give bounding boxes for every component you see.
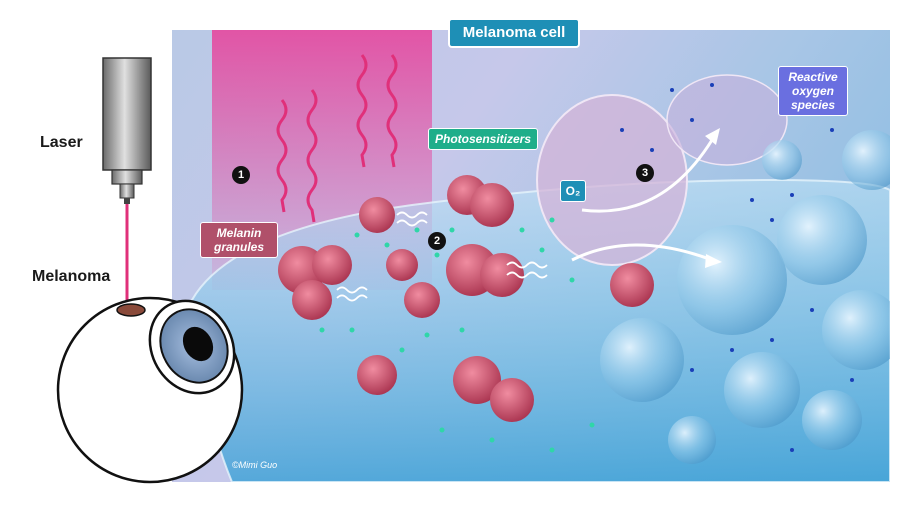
ros-dot: [690, 368, 694, 372]
ros-dot: [810, 308, 814, 312]
laser-tip: [124, 198, 130, 204]
melanin-granule: [357, 355, 397, 395]
heat-wave: [506, 261, 548, 269]
step-2-marker: 2: [428, 232, 446, 250]
ros-dot: [770, 338, 774, 342]
photosensitizer-dot: [434, 252, 440, 258]
melanin-granules: [278, 175, 654, 422]
vesicle-large: [536, 94, 688, 266]
heat-waves: [336, 211, 548, 302]
laser-wave: [356, 54, 368, 168]
laser-wave: [306, 89, 318, 223]
photosensitizer-dot: [439, 427, 445, 433]
melanin-granules-tag: Melanin granules: [200, 222, 278, 258]
ros-dot: [790, 193, 794, 197]
photosensitizer-dot: [319, 327, 325, 333]
photosensitizer-dot: [349, 327, 355, 333]
photosensitizer-dot: [459, 327, 465, 333]
laser-label: Laser: [40, 134, 83, 151]
reaction-arrow-head: [705, 254, 722, 268]
cell-illustration-panel: [172, 30, 890, 482]
melanoma-label: Melanoma: [32, 268, 111, 285]
bubble: [677, 225, 787, 335]
bubble: [600, 318, 684, 402]
photosensitizer-dot: [449, 227, 455, 233]
image-credit: ©Mimi Guo: [232, 460, 278, 470]
bubble: [822, 290, 890, 370]
ros-dot: [710, 83, 714, 87]
ros-dot: [850, 378, 854, 382]
bubble: [724, 352, 800, 428]
ros-dot: [830, 128, 834, 132]
photosensitizer-dot: [384, 242, 390, 248]
ros-dot: [650, 148, 654, 152]
laser-nozzle: [119, 183, 135, 199]
ros-dot: [620, 128, 624, 132]
photosensitizers-tag: Photosensitizers: [428, 128, 539, 150]
photosensitizer-dot: [519, 227, 525, 233]
heat-wave: [336, 294, 368, 302]
step-3-marker: 3: [636, 164, 654, 182]
melanin-granule: [480, 253, 524, 297]
melanoma-spot: [116, 303, 146, 317]
photosensitizer-dot: [539, 247, 545, 253]
melanin-granule: [610, 263, 654, 307]
photosensitizer-dot: [414, 227, 420, 233]
photosensitizer-dot: [549, 447, 555, 453]
melanin-granule: [470, 183, 514, 227]
bubble: [762, 140, 802, 180]
bubble: [777, 195, 867, 285]
vesicle-top: [666, 74, 788, 166]
reaction-arrow: [571, 243, 713, 262]
heat-wave: [396, 211, 428, 219]
photosensitizer-dot: [489, 437, 495, 443]
photosensitizer-dot: [354, 232, 360, 238]
melanin-granule: [312, 245, 352, 285]
laser-device: [102, 57, 152, 204]
bubble: [842, 130, 890, 190]
bubble: [668, 416, 716, 464]
photosensitizer-dot: [549, 217, 555, 223]
oxygen-tag: O₂: [560, 180, 586, 202]
ros-dot: [750, 198, 754, 202]
cell-scene: [190, 30, 890, 482]
laser-wave: [276, 99, 288, 213]
melanin-granule: [404, 282, 440, 318]
laser-collar: [111, 169, 143, 185]
photosensitizer-dot: [424, 332, 430, 338]
melanin-granule: [359, 197, 395, 233]
photosensitizer-dot: [569, 277, 575, 283]
ros-dot: [770, 218, 774, 222]
heat-wave: [506, 271, 548, 279]
ros-dot: [730, 348, 734, 352]
melanin-granule: [386, 249, 418, 281]
ros-dot: [790, 448, 794, 452]
heat-wave: [396, 219, 428, 227]
ros-dot: [670, 88, 674, 92]
laser-body: [102, 57, 152, 171]
melanin-granule: [490, 378, 534, 422]
step-1-marker: 1: [232, 166, 250, 184]
reaction-arrow: [581, 139, 714, 213]
ros-dots: [620, 83, 854, 452]
photosensitizer-dot: [399, 347, 405, 353]
laser-wave: [386, 54, 398, 168]
ros-tag: Reactive oxygen species: [778, 66, 848, 116]
cell-title-tag: Melanoma cell: [448, 18, 580, 48]
bubble: [802, 390, 862, 450]
reaction-arrow-head: [705, 128, 720, 145]
heat-wave: [336, 286, 368, 294]
photosensitizer-dots: [319, 217, 595, 453]
ros-dot: [690, 118, 694, 122]
laser-waves: [276, 54, 398, 223]
melanin-granule: [292, 280, 332, 320]
melanin-granule: [453, 356, 501, 404]
photosensitizer-dot: [589, 422, 595, 428]
